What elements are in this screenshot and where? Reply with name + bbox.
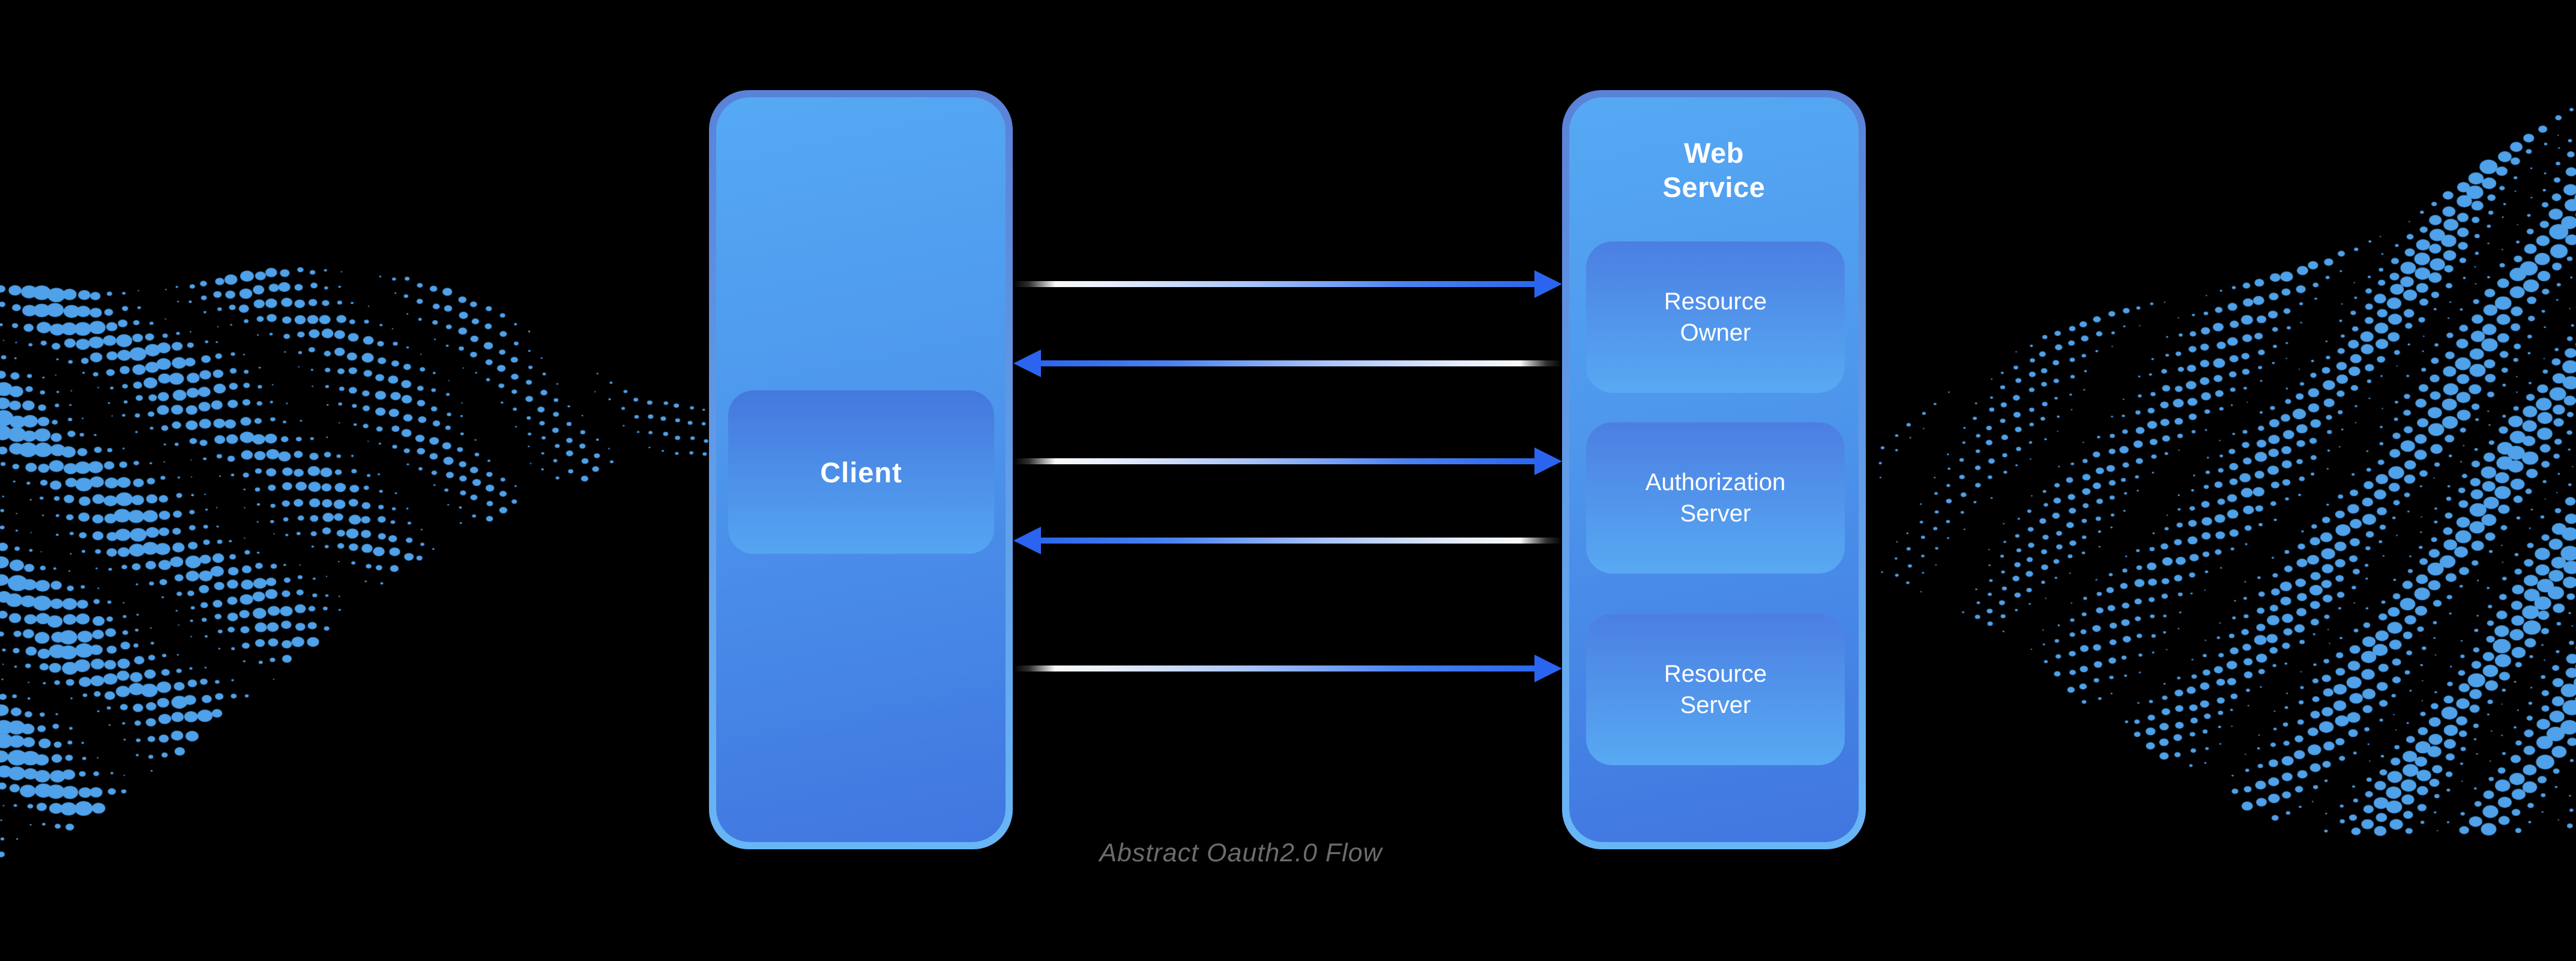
arrowhead-icon — [1013, 527, 1041, 554]
flow-arrow-3-left — [1013, 527, 1562, 554]
arrowhead-icon — [1013, 350, 1041, 377]
component-label: Resource Server — [1664, 661, 1767, 718]
web-service-component-0: Resource Owner — [1586, 241, 1845, 393]
flow-arrow-1-left — [1013, 350, 1562, 377]
client-box: Client — [709, 90, 1013, 849]
arrow-shaft — [1040, 360, 1562, 366]
client-label: Client — [820, 456, 902, 488]
arrow-shaft — [1013, 281, 1536, 287]
web-service-component-1: Authorization Server — [1586, 422, 1845, 574]
flow-arrow-4-right — [1013, 655, 1562, 682]
component-label: Resource Owner — [1664, 288, 1767, 346]
component-label: Authorization Server — [1645, 469, 1786, 527]
arrow-shaft — [1013, 665, 1536, 671]
arrowhead-icon — [1534, 655, 1562, 682]
flow-arrow-2-right — [1013, 447, 1562, 475]
caption: Abstract Oauth2.0 Flow — [1099, 838, 1383, 867]
arrowhead-icon — [1534, 447, 1562, 475]
arrow-shaft — [1040, 538, 1562, 544]
web-service-title: Web Service — [1662, 137, 1766, 204]
client-node: Client — [728, 390, 994, 554]
client-box-fill: Client — [716, 97, 1006, 842]
flow-arrow-0-right — [1013, 270, 1562, 298]
web-service-component-2: Resource Server — [1586, 614, 1845, 765]
arrowhead-icon — [1534, 270, 1562, 298]
arrow-shaft — [1013, 458, 1536, 464]
